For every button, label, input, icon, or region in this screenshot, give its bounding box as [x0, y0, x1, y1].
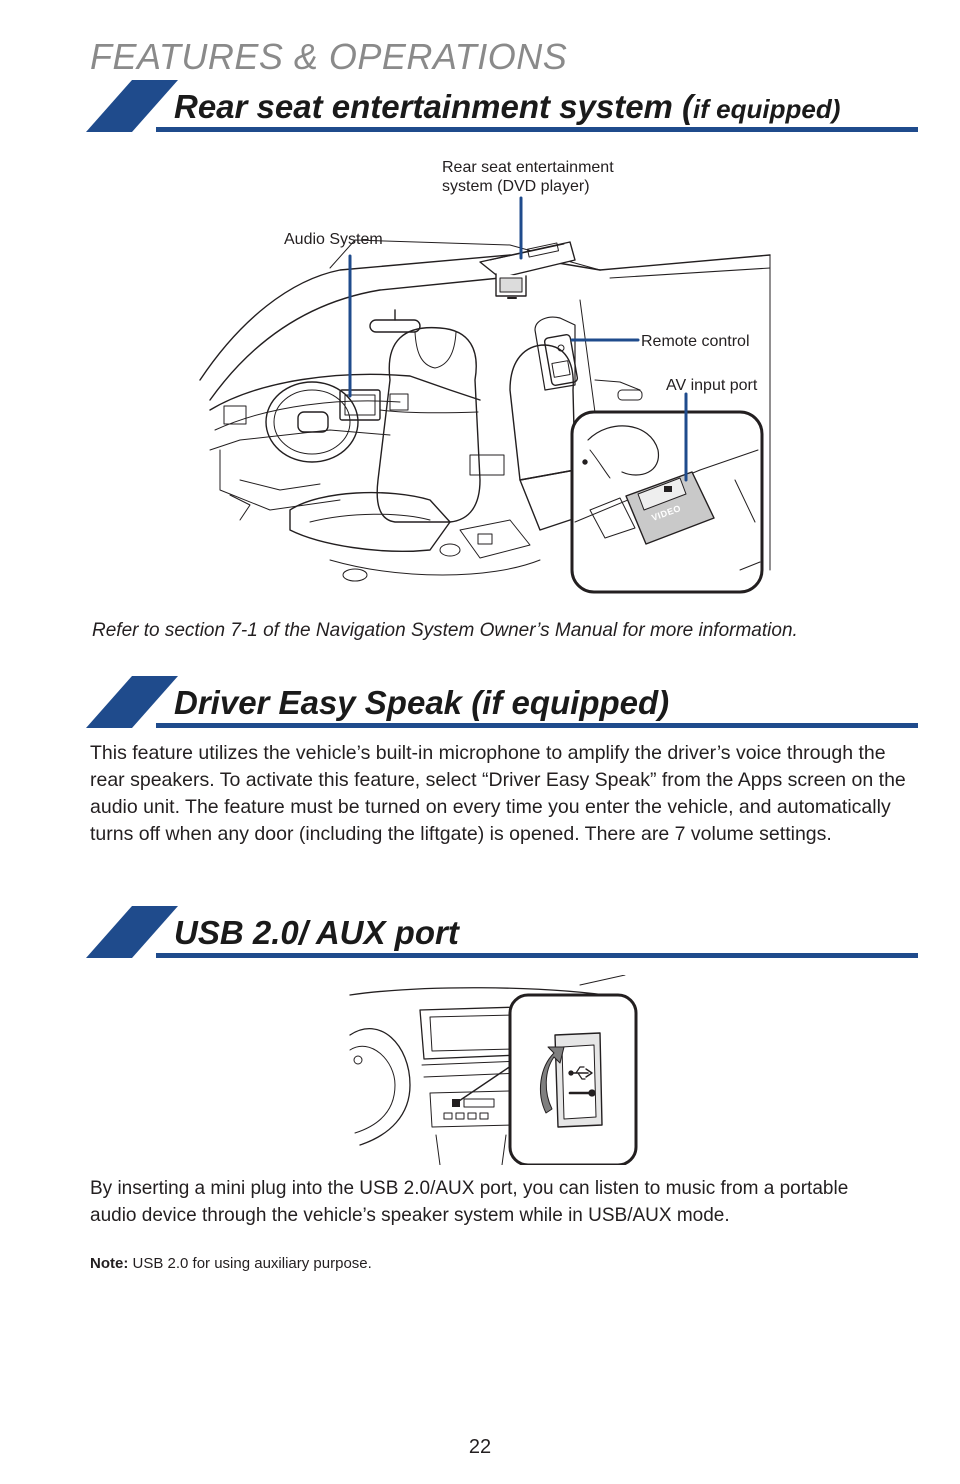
page-number: 22: [468, 1436, 492, 1458]
heading-title: Driver Easy Speak (if equipped): [174, 684, 670, 721]
heading-driver-easy-speak: Driver Easy Speak (if equipped): [86, 676, 918, 728]
heading-wedge: [86, 80, 178, 132]
heading-rule: [156, 953, 918, 958]
callout-dvd-player: Rear seat entertainment system (DVD play…: [442, 159, 614, 195]
dvd-player-unit: [479, 241, 576, 299]
callout-remote-control: Remote control: [641, 333, 750, 350]
heading-usb-aux-port: USB 2.0/ AUX port: [86, 906, 918, 958]
usb-aux-body: By inserting a mini plug into the USB 2.…: [90, 1178, 849, 1226]
heading-rule: [156, 127, 918, 132]
section-kicker: FEATURES & OPERATIONS: [90, 36, 568, 77]
heading-wedge: [86, 676, 178, 728]
usb-aux-port-illustration: [349, 975, 638, 1165]
heading-rear-seat-entertainment: Rear seat entertainment system (if equip…: [86, 80, 918, 132]
av-input-detail: [570, 410, 764, 594]
rse-reference-note: Refer to section 7-1 of the Navigation S…: [92, 620, 798, 641]
usb-note: Note: USB 2.0 for using auxiliary purpos…: [90, 1255, 372, 1272]
heading-title: Rear seat entertainment system (if equip…: [174, 88, 841, 125]
rear-seat-entertainment-illustration: [199, 196, 771, 594]
driver-easy-speak-body: This feature utilizes the vehicle’s buil…: [90, 742, 906, 845]
heading-rule: [156, 723, 918, 728]
callout-audio-system: Audio System: [284, 231, 383, 248]
heading-wedge: [86, 906, 178, 958]
heading-title: USB 2.0/ AUX port: [174, 914, 459, 951]
callout-av-input-port: AV input port: [666, 377, 758, 394]
